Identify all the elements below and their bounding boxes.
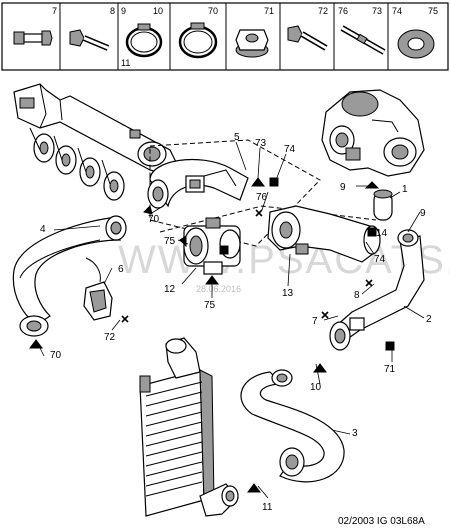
part-1-connector [373,189,393,221]
header-num-9: 9 [121,6,126,16]
callout-labels: 5 73 74 76 70 4 75 12 75 13 74 9 1 9 8 2… [40,132,432,513]
part-4-hose [12,215,127,337]
callout-9-upper: 9 [340,182,346,193]
callout-4: 4 [40,224,46,235]
washer-icon [397,29,435,59]
intercooler [139,337,239,517]
callout-2: 2 [426,314,432,325]
part-6-bracket [83,257,113,321]
callout-70-top: 70 [148,214,160,225]
callout-3: 3 [352,428,358,439]
header-parts-strip: 7 8 9 10 11 70 71 [1,2,449,71]
callout-10: 10 [310,382,322,393]
callout-7: 7 [312,316,318,327]
header-num-73: 73 [372,6,382,16]
fastener-markers [29,177,395,493]
callout-8: 8 [354,290,360,301]
header-num-11: 11 [121,58,130,68]
callout-12: 12 [164,284,176,295]
part-2-pipe [329,229,425,351]
header-num-7: 7 [52,6,57,16]
header-num-8: 8 [110,6,115,16]
bolt-icon [69,29,110,51]
callout-72: 72 [104,332,116,343]
flange-nut-icon [235,29,269,58]
stud-icon [340,25,386,55]
header-num-76: 76 [338,6,348,16]
callout-76: 76 [256,192,268,203]
part-13-14-pipe [267,205,381,263]
header-num-74: 74 [392,6,402,16]
callout-73: 73 [255,138,267,149]
callout-71: 71 [384,364,396,375]
screw-stud-icon [13,30,53,46]
part-12-valve [183,217,241,275]
callout-9-right: 9 [420,208,426,219]
callout-13: 13 [282,288,294,299]
callout-5: 5 [234,132,240,143]
part-3-hose [240,369,345,483]
callout-1: 1 [402,184,408,195]
callout-14: 14 [376,228,388,239]
callout-6: 6 [118,264,124,275]
diagram-reference-code: 02/2003 IG 03L68A [338,516,425,527]
hose-clamp-icon [178,22,218,59]
hose-clamp-icon [125,23,163,58]
callout-75-left: 75 [164,236,176,247]
callout-75-bottom: 75 [204,300,216,311]
exhaust-manifold [13,83,177,201]
header-num-71: 71 [264,6,274,16]
header-num-72: 72 [318,6,328,16]
header-num-10: 10 [153,6,163,16]
part-5-pipe [147,158,249,209]
header-num-70: 70 [208,6,218,16]
callout-74-right: 74 [374,254,386,265]
callout-70-bottom: 70 [50,350,62,361]
turbocharger [321,89,425,177]
bolt-icon [287,25,328,51]
callout-74-top: 74 [284,144,296,155]
callout-11: 11 [262,502,273,513]
watermark-date: 28.06.2016 [196,284,241,294]
header-num-75: 75 [428,6,438,16]
